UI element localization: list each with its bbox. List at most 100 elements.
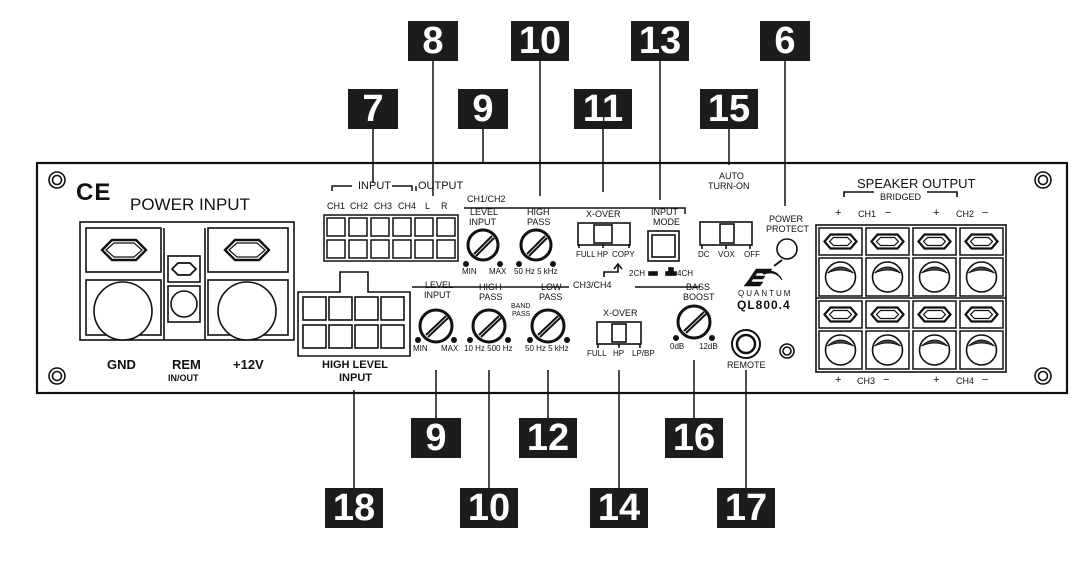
speaker-terminals	[818, 227, 1004, 370]
callout-9-bottom: 9	[411, 418, 461, 458]
callout-7: 7	[348, 89, 398, 129]
speaker-terminal-hole	[912, 257, 957, 297]
spk-ch3-minus: −	[883, 374, 890, 386]
remote-jack	[731, 329, 761, 359]
speaker-terminal-hole	[865, 330, 910, 370]
ch34-xover-hp: HP	[613, 349, 625, 358]
speaker-terminal-screw	[959, 227, 1004, 256]
ch34-level-label-2: INPUT	[424, 290, 451, 300]
callout-8: 8	[408, 21, 458, 61]
logo-model: QL800.4	[737, 298, 791, 312]
ch12-xover-full: FULL	[576, 250, 596, 259]
auto-turn-on-dc: DC	[698, 250, 710, 259]
speaker-terminal-screw	[865, 227, 910, 256]
ch12-level-label-1: LEVEL	[470, 207, 499, 217]
rem-sub-label: IN/OUT	[168, 373, 199, 383]
corner-screws	[48, 171, 1052, 385]
speaker-terminal-screw	[818, 227, 863, 256]
ch12-level-knob	[463, 228, 503, 267]
callout-15: 15	[700, 89, 758, 129]
speaker-terminal-hole	[959, 257, 1004, 297]
callout-11: 11	[574, 89, 632, 129]
ch34-level-label-1: LEVEL	[425, 280, 454, 290]
band-pass-label-2: PASS	[512, 311, 531, 318]
auto-turn-on-vox: VOX	[718, 250, 735, 259]
speaker-terminal-hole	[912, 330, 957, 370]
ch12-level-label-2: INPUT	[469, 217, 496, 227]
ch12-hp-label-2: PASS	[527, 217, 551, 227]
band-pass-label-1: BAND	[511, 303, 531, 310]
power-terminal-block	[79, 221, 295, 341]
callout-12: 12	[519, 418, 577, 458]
auto-turn-on-label-2: TURN-ON	[708, 181, 750, 191]
ch12-bracket	[464, 207, 686, 214]
ch34-lp-label-1: LOW	[541, 282, 562, 292]
ch12-highpass-knob	[516, 228, 556, 267]
ch12-xover-hp: HP	[597, 250, 609, 259]
io-ch1: CH1	[327, 201, 346, 211]
callout-6: 6	[760, 21, 810, 61]
logo-quantum: QUANTUM	[738, 289, 793, 298]
ch34-lowpass-knob	[527, 308, 570, 344]
speaker-output-title: SPEAKER OUTPUT	[857, 176, 976, 191]
v12-label: +12V	[233, 357, 264, 372]
speaker-terminal-screw	[865, 300, 910, 329]
bass-boost-label-1: BASS	[686, 282, 711, 292]
spk-ch3-plus: +	[835, 374, 842, 386]
ch34-xover-full: FULL	[587, 349, 607, 358]
spk-ch4-minus: −	[982, 374, 989, 386]
callout-17: 17	[717, 488, 775, 528]
input-mode-button-shape	[603, 230, 680, 277]
spk-ch2-label: CH2	[956, 209, 975, 219]
callout-13: 13	[631, 21, 689, 61]
remote-label: REMOTE	[727, 360, 766, 370]
ch12-xover-switch	[577, 222, 631, 248]
power-protect-label-2: PROTECT	[766, 224, 810, 234]
speaker-terminal-screw	[818, 300, 863, 329]
ch34-lp-label-2: PASS	[539, 292, 563, 302]
speaker-terminal-screw	[912, 227, 957, 256]
spk-ch1-plus: +	[835, 207, 842, 219]
input-mode-2ch: 2CH	[629, 269, 646, 278]
ch34-hp-label-2: PASS	[479, 292, 503, 302]
callout-10-top: 10	[511, 21, 569, 61]
callout-leaders	[353, 59, 786, 488]
bass-boost-knob	[673, 304, 715, 341]
spk-ch3-label: CH3	[857, 376, 876, 386]
ch12-xover-copy: COPY	[612, 250, 635, 259]
power-protect-led	[776, 238, 798, 260]
ch34-title: CH3/CH4	[573, 280, 612, 290]
spk-ch2-minus: −	[982, 207, 989, 219]
input-output-block	[323, 185, 459, 262]
callout-9-top: 9	[458, 89, 508, 129]
input-header: INPUT	[358, 180, 391, 192]
callout-18: 18	[325, 488, 383, 528]
callout-10-bottom: 10	[460, 488, 518, 528]
spk-ch4-label: CH4	[956, 376, 975, 386]
auto-turn-on-label-1: AUTO	[719, 171, 744, 181]
ch34-hp-range: 10 Hz 500 Hz	[464, 344, 513, 353]
speaker-terminal-screw	[959, 300, 1004, 329]
bass-boost-max: 12dB	[699, 342, 718, 351]
ch34-highpass-knob	[467, 308, 511, 344]
ch12-xover-label: X-OVER	[586, 209, 621, 219]
high-level-input-connector	[297, 271, 411, 357]
callout-16: 16	[665, 418, 723, 458]
ch34-hp-label-1: HIGH	[479, 282, 502, 292]
spk-ch1-minus: −	[885, 207, 892, 219]
auto-turn-on-off: OFF	[744, 250, 760, 259]
gnd-label: GND	[107, 357, 136, 372]
ch34-max: MAX	[441, 344, 459, 353]
io-ch2: CH2	[350, 201, 369, 211]
io-ch3: CH3	[374, 201, 393, 211]
io-r: R	[441, 201, 448, 211]
rem-label: REM	[172, 357, 201, 372]
spk-ch4-plus: +	[933, 374, 940, 386]
speaker-terminal-screw	[912, 300, 957, 329]
speaker-terminal-hole	[865, 257, 910, 297]
power-protect-label-1: POWER	[769, 214, 804, 224]
esx-logo-mark	[743, 259, 783, 287]
input-mode-label-1: INPUT	[651, 207, 678, 217]
bass-boost-label-2: BOOST	[683, 292, 715, 302]
